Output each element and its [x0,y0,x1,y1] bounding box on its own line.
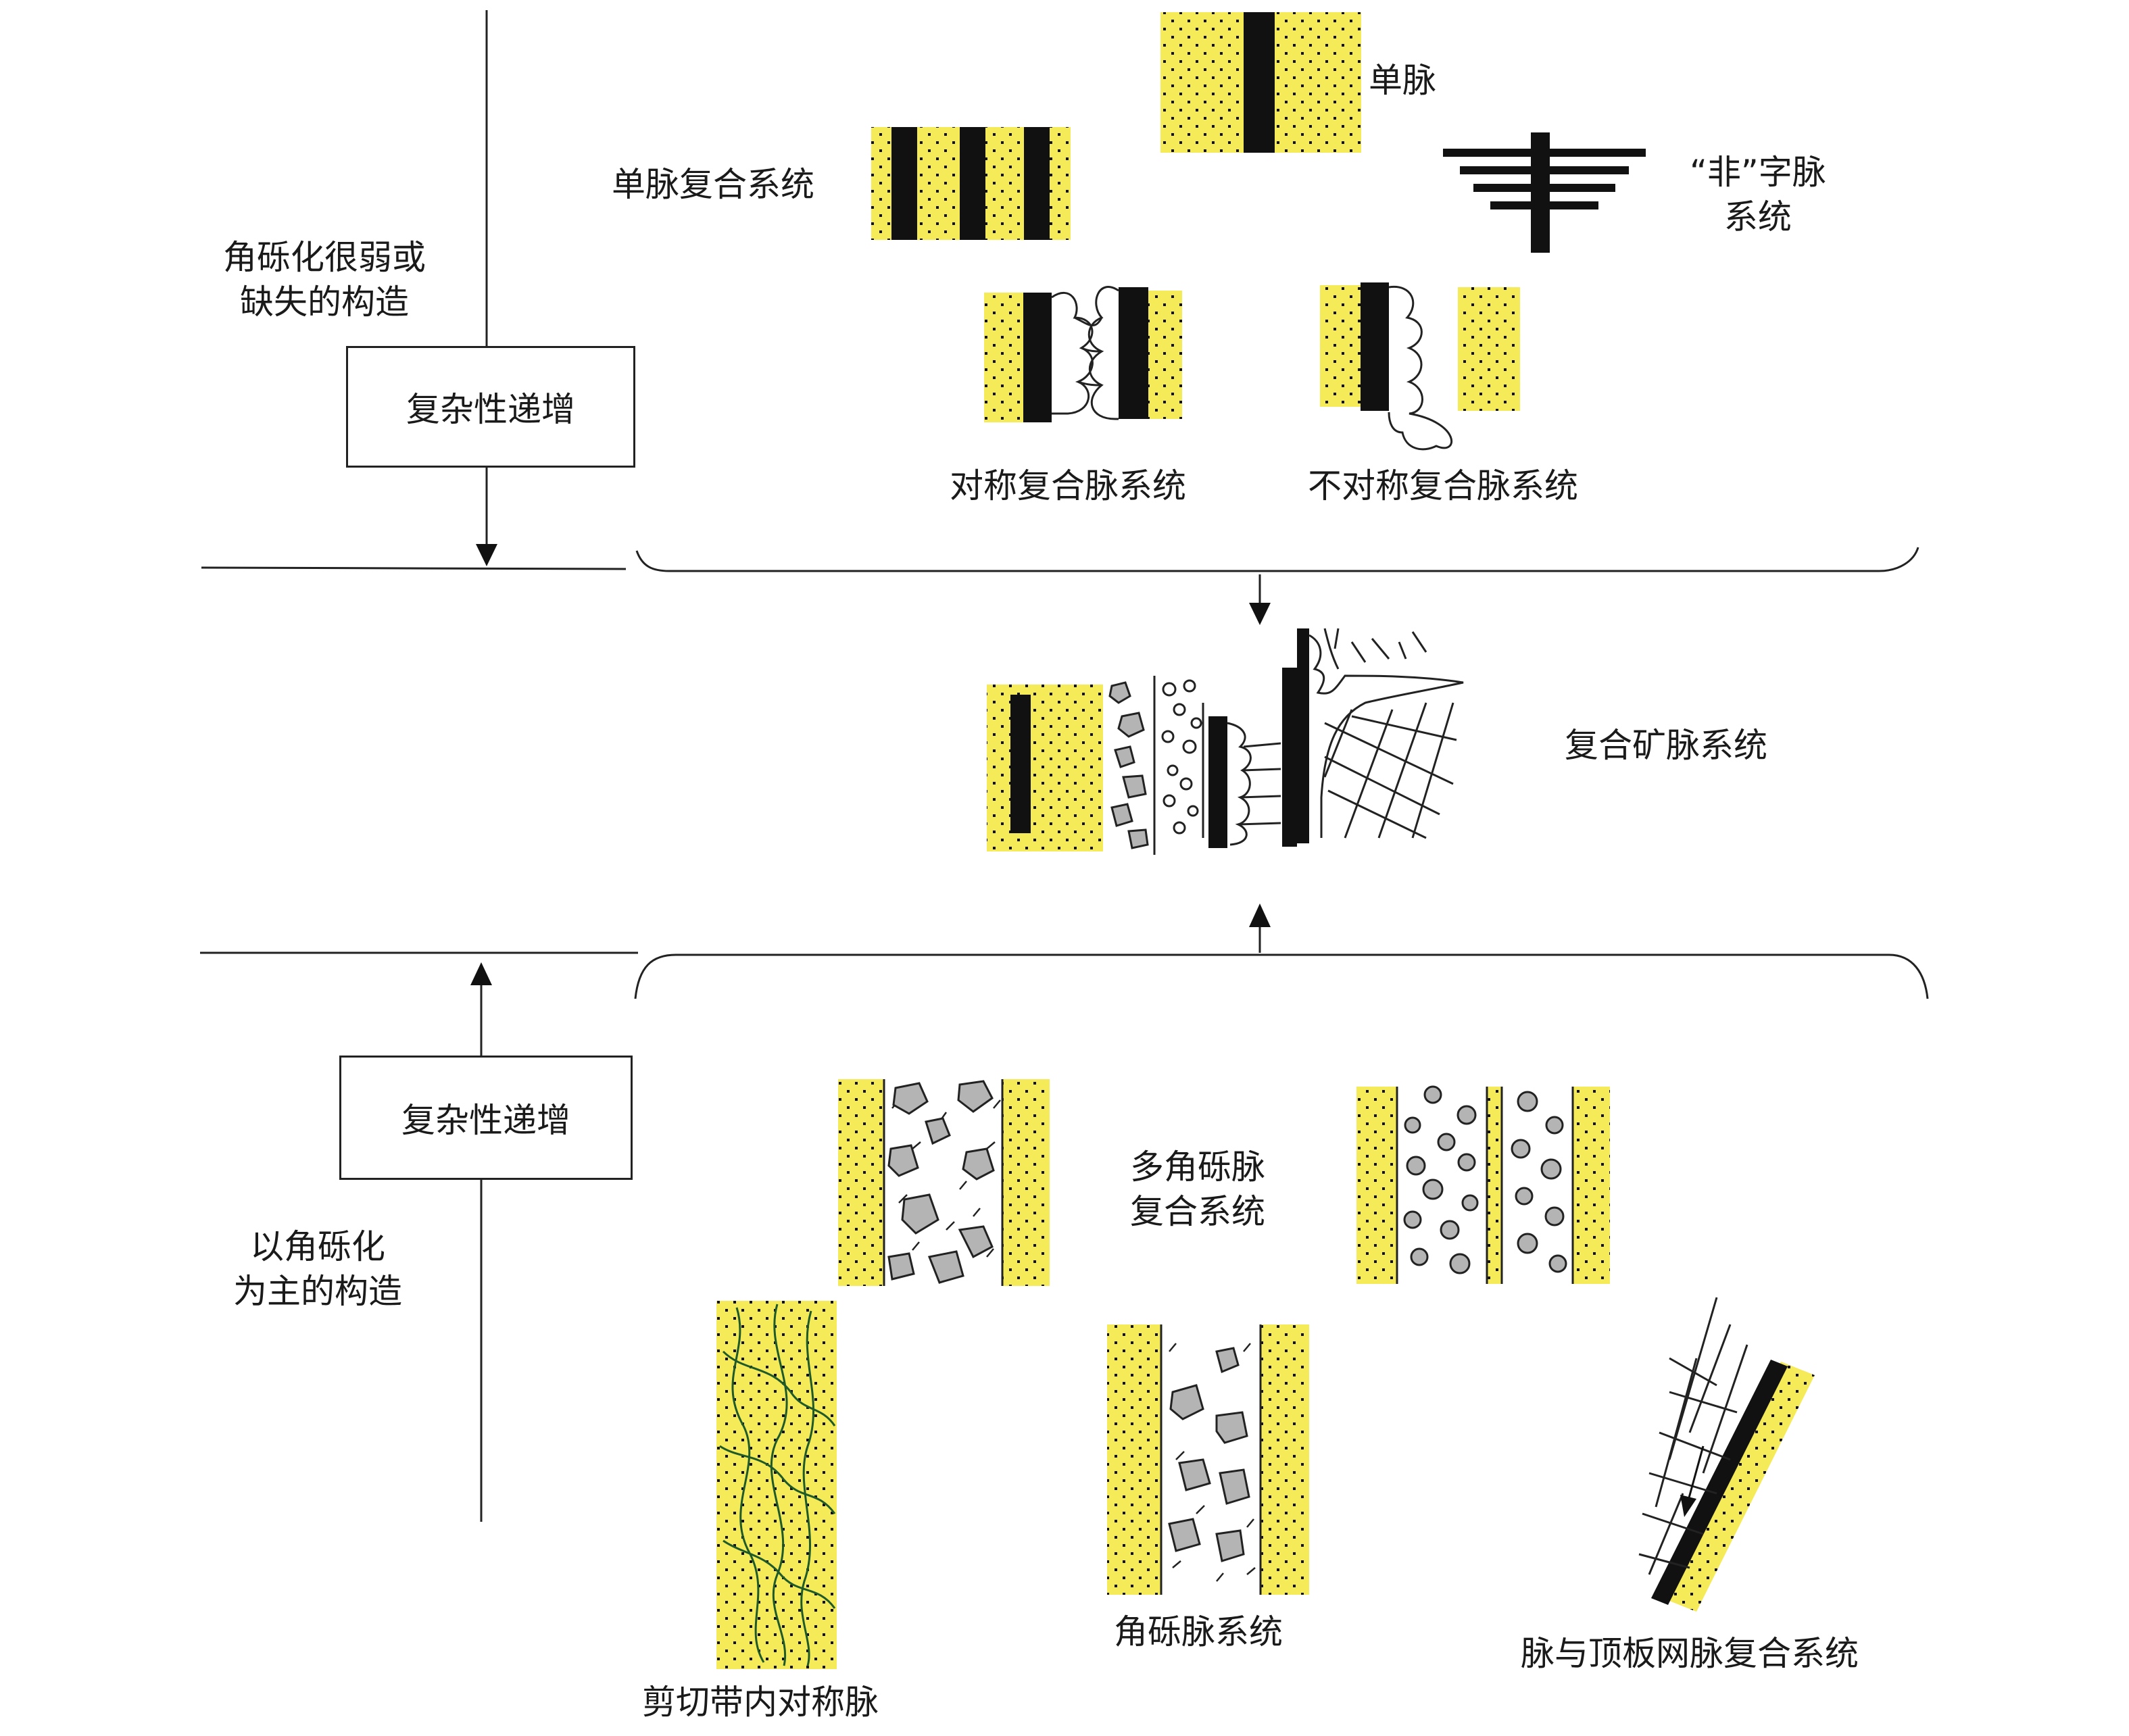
bottom-side-label: 以角砾化 为主的构造 [203,1224,433,1314]
single-vein-figure [1160,12,1361,153]
fei-vein-label: “非”字脉 系统 [1690,150,1826,239]
fei-vein-label-line-2: 系统 [1723,197,1792,237]
asymmetric-composite-label: 不对称复合脉系统 [1308,466,1578,505]
symmetric-composite-label: 对称复合脉系统 [950,466,1186,505]
single-vein-composite-label: 单脉复合系统 [612,165,814,204]
top-complexity-box: 复杂性递增 [346,346,635,468]
fei-vein-label-line-1: “非”字脉 [1690,153,1826,192]
vein-roof-stockwork-label: 脉与顶板网脉复合系统 [1521,1634,1859,1673]
bottom-side-label-line-2: 为主的构造 [233,1272,402,1311]
symmetric-composite-figure [984,286,1182,422]
top-side-label-line-2: 缺失的构造 [240,282,409,322]
shear-zone-figure [716,1301,837,1669]
breccia-vein-figure [1107,1324,1309,1595]
composite-ore-vein-label: 复合矿脉系统 [1565,726,1767,765]
top-side-label-line-1: 角砾化很弱或 [223,238,426,277]
single-vein-label: 单脉 [1369,61,1436,100]
multi-breccia-left-figure [838,1079,1050,1286]
fei-vein-figure [1443,132,1646,253]
multi-breccia-label-line-1: 多角砾脉 [1130,1147,1265,1187]
breccia-vein-label: 角砾脉系统 [1114,1612,1283,1652]
asymmetric-composite-figure [1320,282,1520,451]
composite-ore-vein-figure [987,628,1464,855]
multi-breccia-right-figure [1356,1085,1610,1284]
bottom-brace [634,953,1929,999]
shear-zone-label: 剪切带内对称脉 [642,1683,879,1722]
bottom-brace-arrowhead [1249,903,1271,927]
multi-breccia-label: 多角砾脉 复合系统 [1130,1145,1265,1234]
bottom-flow-arrowhead [470,962,492,985]
bottom-side-label-line-1: 以角砾化 [250,1227,385,1266]
top-side-label: 角砾化很弱或 缺失的构造 [203,235,446,324]
top-brace [635,547,1919,572]
vein-roof-stockwork-figure [1638,1297,1815,1612]
top-brace-arrowhead [1249,603,1271,625]
top-flow-arrowhead [476,544,497,566]
single-vein-composite-figure [871,127,1071,240]
bottom-complexity-box: 复杂性递增 [339,1056,633,1180]
top-divider-line [201,566,627,570]
multi-breccia-label-line-2: 复合系统 [1130,1192,1265,1231]
